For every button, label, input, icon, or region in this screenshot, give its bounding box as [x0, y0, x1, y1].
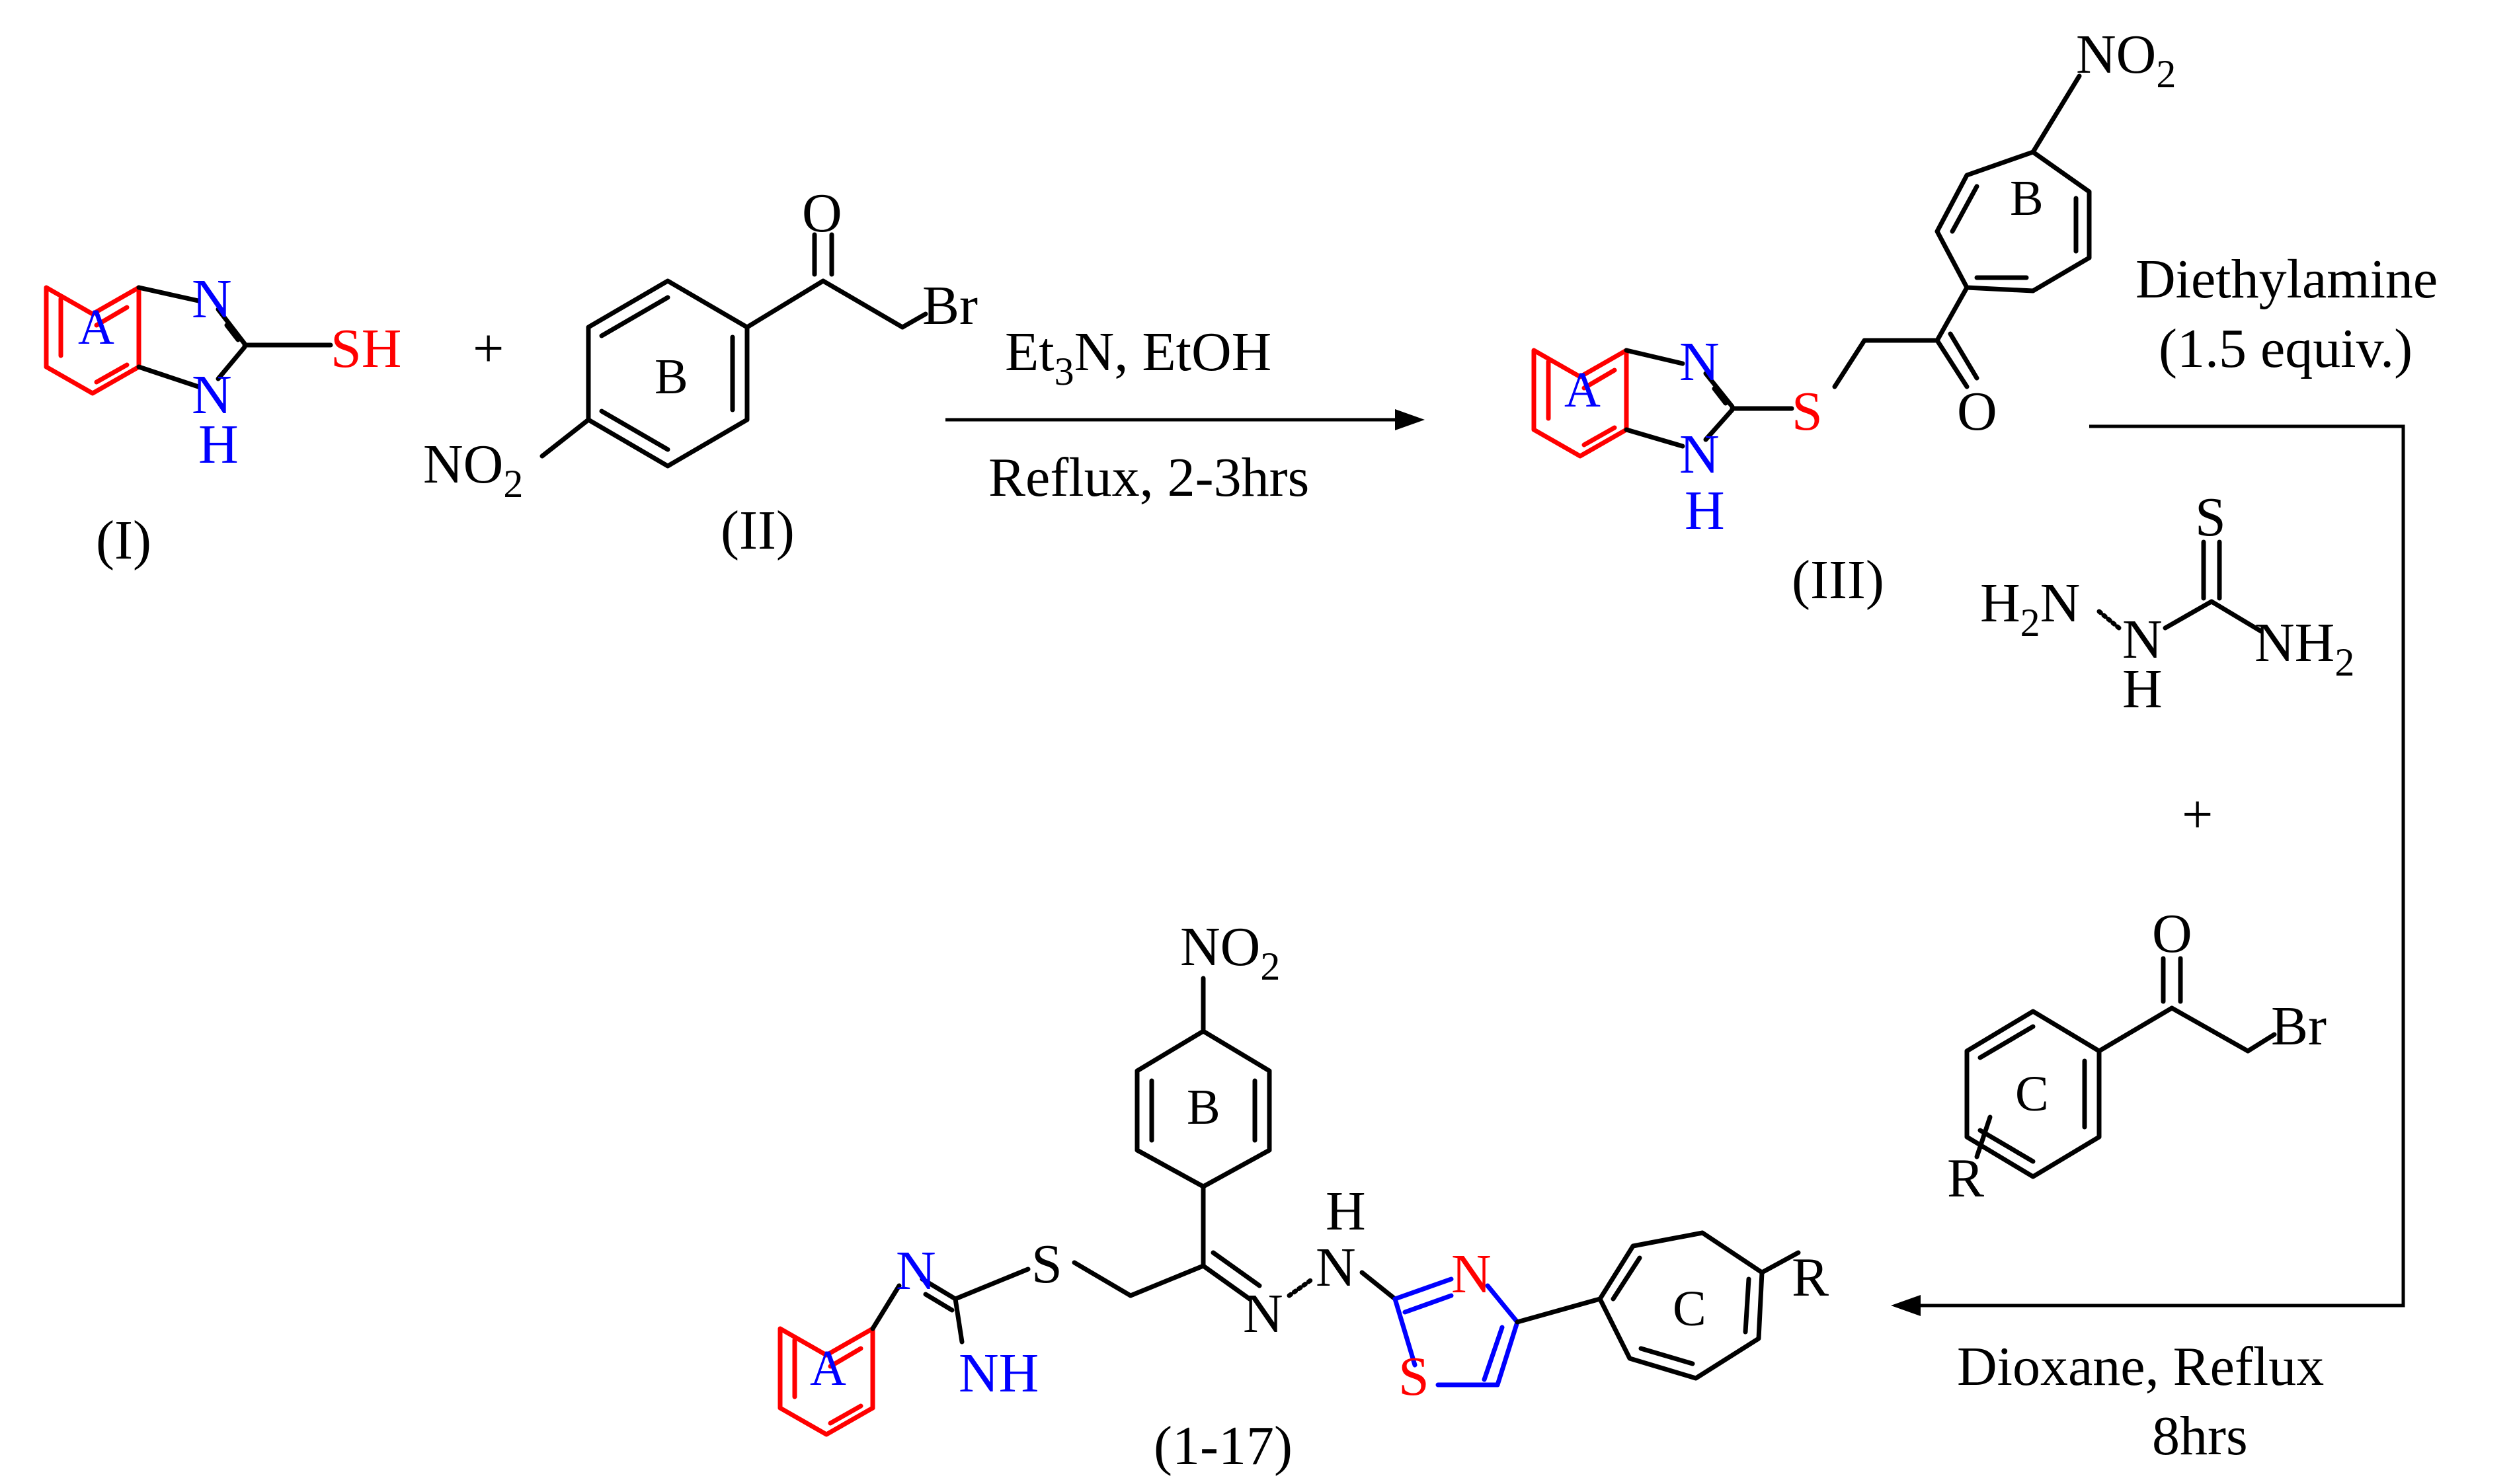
compound-II: B O Br NO2 (II)	[423, 182, 978, 561]
compound-III-no2: NO2	[2076, 24, 2176, 96]
compound-II-aryl-carbonyl-bond	[744, 278, 826, 330]
product-thiazole-n: N	[1451, 1243, 1492, 1305]
compound-III-benzene-ring-b	[1935, 149, 2092, 293]
compound-I-n-top: N	[192, 268, 232, 330]
thiosemicarbazide-s: S	[2195, 487, 2226, 548]
product-thiazole-s: S	[1398, 1346, 1429, 1407]
step-1-arrow	[945, 409, 1425, 430]
compound-III-n-top: N	[1679, 331, 1720, 393]
product-s-link: S	[1031, 1233, 1062, 1295]
product-benzene-ring-c	[1597, 1230, 1765, 1381]
thiosemicarbazide-nh-n: N	[2122, 609, 2163, 670]
product-benzene-ring-b	[1135, 1029, 1272, 1189]
compound-III-h: H	[1685, 480, 1725, 541]
step-2-base-line1: Diethylamine	[2135, 249, 2438, 310]
product-label: (1-17)	[1154, 1415, 1293, 1477]
compound-III-label: (III)	[1792, 549, 1884, 611]
compound-I-ring-a-label: A	[78, 299, 114, 355]
product-benzene-ring-a	[778, 1326, 875, 1437]
product-ring-b-label: B	[1187, 1079, 1220, 1135]
product-hydrazone-nh-n: N	[1316, 1237, 1356, 1298]
plus-sign-2: +	[2182, 784, 2213, 845]
step-1-condition: Reflux, 2-3hrs	[988, 447, 1309, 508]
compound-I-benzene-ring-a	[44, 285, 141, 396]
compound-I-imidazole-ring	[136, 285, 333, 389]
bromoketone-o: O	[2152, 903, 2192, 964]
compound-III-imidazole-ring	[1624, 348, 1794, 449]
product-thiazole-ring	[1392, 1276, 1520, 1387]
compound-III-benzene-ring-a	[1531, 348, 1629, 459]
compound-II-ring-b-label: B	[655, 349, 688, 405]
product-hydrazone-n: N	[1243, 1283, 1283, 1345]
step-1-reagent: Et3N, EtOH	[1005, 321, 1271, 393]
compound-III-s: S	[1792, 381, 1823, 442]
compound-II-ch2-bond	[820, 278, 905, 330]
compound-I-n-bottom: N	[192, 364, 232, 426]
compound-II-label: (II)	[721, 500, 795, 561]
product-1-17: A N NH S N N H B NO2	[778, 916, 1829, 1477]
thiosemicarbazide-nh-h: H	[2122, 658, 2163, 720]
compound-III: A N N H S O B NO2 (III)	[1531, 24, 2176, 611]
compound-I-label: (I)	[96, 510, 151, 571]
plus-sign-1: +	[473, 318, 504, 379]
step-2-condition-line1: Dioxane, Reflux	[1957, 1336, 2324, 1397]
product-ring-c-label: C	[1673, 1281, 1706, 1337]
compound-III-o: O	[1957, 381, 1997, 442]
compound-II-br: Br	[922, 275, 978, 336]
compound-III-n-bottom: N	[1679, 424, 1720, 485]
thiosemicarbazide: H2N N H S NH2	[1980, 487, 2354, 720]
compound-I-h: H	[198, 414, 239, 475]
thiosemicarbazide-nh2: NH2	[2254, 612, 2354, 684]
bromoketone-benzene-ring-c	[1964, 1009, 2102, 1179]
bromoketone-br: Br	[2271, 996, 2327, 1057]
compound-III-ring-a-label: A	[1564, 362, 1601, 418]
product-ring-a-label: A	[810, 1341, 846, 1396]
thiosemicarbazide-h2n: H2N	[1980, 572, 2080, 644]
product-no2: NO2	[1180, 916, 1280, 988]
bromoketone-r: R	[1947, 1148, 1984, 1209]
compound-I-sh: SH	[331, 318, 401, 379]
product-imidazole-n: N	[896, 1240, 936, 1302]
compound-II-o: O	[802, 182, 842, 244]
step-2-arrow	[1891, 424, 2405, 1316]
product-imidazole-nh: NH	[959, 1343, 1039, 1404]
bromoketone-ring-c-label: C	[2015, 1066, 2049, 1122]
compound-II-no2: NO2	[423, 434, 523, 506]
step-2-condition-line2: 8hrs	[2152, 1405, 2248, 1467]
product-hydrazone-nh-h: H	[1326, 1181, 1366, 1242]
step-2-base-line2: (1.5 equiv.)	[2159, 318, 2413, 379]
compound-III-ring-b-label: B	[2010, 171, 2044, 226]
product-r: R	[1792, 1247, 1829, 1308]
bromoketone-c: C O Br R	[1947, 903, 2327, 1209]
compound-I: A N N H SH (I)	[44, 268, 401, 571]
